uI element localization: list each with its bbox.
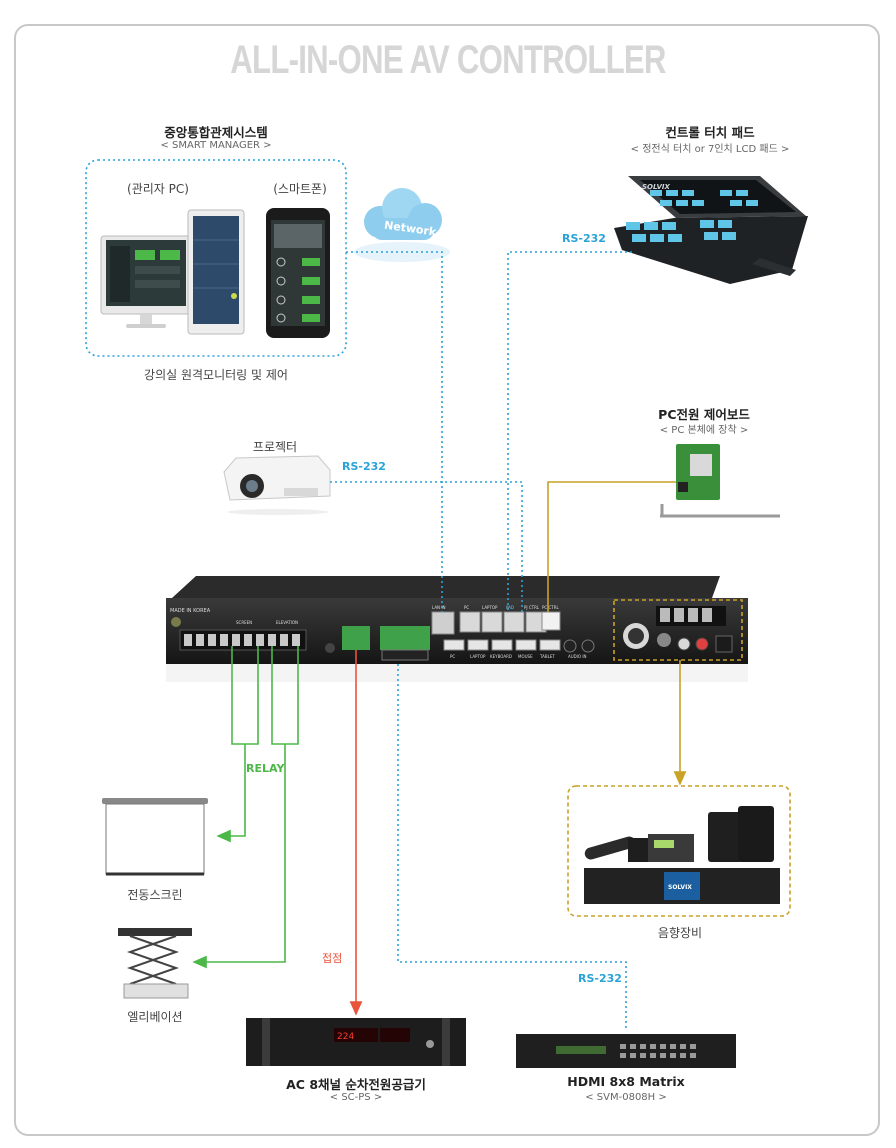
matrix-link-label: RS-232 bbox=[578, 972, 622, 985]
matrix-subtitle: < SVM-0808H > bbox=[585, 1092, 667, 1103]
audio-illustration bbox=[584, 806, 780, 904]
port-pjctrl-label: PJ CTRL bbox=[524, 605, 540, 610]
admin-pc-label: (관리자 PC) bbox=[127, 182, 189, 196]
audio-output-section bbox=[613, 599, 743, 661]
contact-label: 접점 bbox=[322, 952, 343, 965]
touchpad-illustration bbox=[614, 176, 808, 284]
port-pad-label: PAD bbox=[506, 605, 514, 610]
smart-manager-caption: 강의실 원격모니터링 및 제어 bbox=[144, 368, 288, 382]
usb-mouse-label: MOUSE bbox=[518, 654, 533, 659]
page-title: ALL-IN-ONE AV CONTROLLER bbox=[230, 38, 666, 82]
smartphone-label: (스마트폰) bbox=[273, 182, 327, 196]
power-supply-display: 224 bbox=[337, 1032, 354, 1042]
touchpad-link-label: RS-232 bbox=[562, 232, 606, 245]
audio-in-label: AUDIO IN bbox=[568, 654, 587, 659]
outer-frame bbox=[14, 24, 880, 1136]
elevation-port-label: ELEVATION bbox=[276, 620, 298, 625]
usb-keyboard-label: KEYBOARD bbox=[490, 654, 512, 659]
projector-link-label: RS-232 bbox=[342, 460, 386, 473]
elevation-label: 엘리베이션 bbox=[127, 1010, 183, 1024]
made-in-label: MADE IN KOREA bbox=[170, 608, 211, 614]
audio-box bbox=[567, 785, 791, 917]
usb-pc-label: PC bbox=[450, 654, 455, 659]
pc-board-illustration bbox=[660, 444, 780, 518]
pc-board-line bbox=[547, 481, 676, 612]
projector-label: 프로젝터 bbox=[252, 440, 298, 454]
relay-lines bbox=[192, 646, 299, 969]
smart-manager-subtitle: < SMART MANAGER > bbox=[160, 140, 272, 151]
screen-illustration bbox=[102, 798, 208, 876]
projector-illustration bbox=[223, 455, 331, 515]
screen-label: 전동스크린 bbox=[127, 888, 183, 902]
touchpad-subtitle: < 정전식 터치 or 7인치 LCD 패드 > bbox=[630, 144, 790, 155]
touchpad-title: 컨트롤 터치 패드 bbox=[665, 125, 755, 140]
elevation-illustration bbox=[118, 928, 192, 999]
port-lan-label: LAN IN bbox=[432, 605, 446, 610]
power-supply-subtitle: < SC-PS > bbox=[329, 1092, 383, 1103]
smart-manager-title: 중앙통합관제시스템 bbox=[164, 125, 268, 140]
usb-tablet-label: TABLET bbox=[539, 654, 555, 659]
controller-illustration bbox=[166, 576, 748, 682]
usb-laptop-label: LAPTOP bbox=[470, 654, 486, 659]
port-pcctrl-label: PC CTRL bbox=[542, 605, 559, 610]
port-laptop-label: LAPTOP bbox=[482, 605, 498, 610]
rs232-lines bbox=[330, 251, 632, 1030]
power-supply-title: AC 8채널 순차전원공급기 bbox=[286, 1077, 426, 1092]
matrix-title: HDMI 8x8 Matrix bbox=[567, 1074, 685, 1089]
smart-manager-box bbox=[85, 159, 347, 357]
pc-board-title: PC전원 제어보드 bbox=[658, 407, 750, 422]
audio-label: 음향장비 bbox=[657, 926, 703, 940]
relay-label: RELAY bbox=[246, 762, 285, 775]
power-supply-illustration bbox=[246, 1018, 466, 1066]
matrix-illustration bbox=[516, 1034, 736, 1068]
admin-pc-illustration bbox=[100, 209, 245, 335]
screen-port-label: SCREEN bbox=[236, 620, 252, 625]
pc-board-subtitle: < PC 본체에 장착 > bbox=[659, 425, 749, 436]
port-pc-label: PC bbox=[464, 605, 469, 610]
smartphone-illustration bbox=[266, 208, 330, 338]
amplifier-brand: SOLVIX bbox=[668, 884, 692, 891]
touchpad-brand: SOLVIX bbox=[642, 183, 671, 191]
